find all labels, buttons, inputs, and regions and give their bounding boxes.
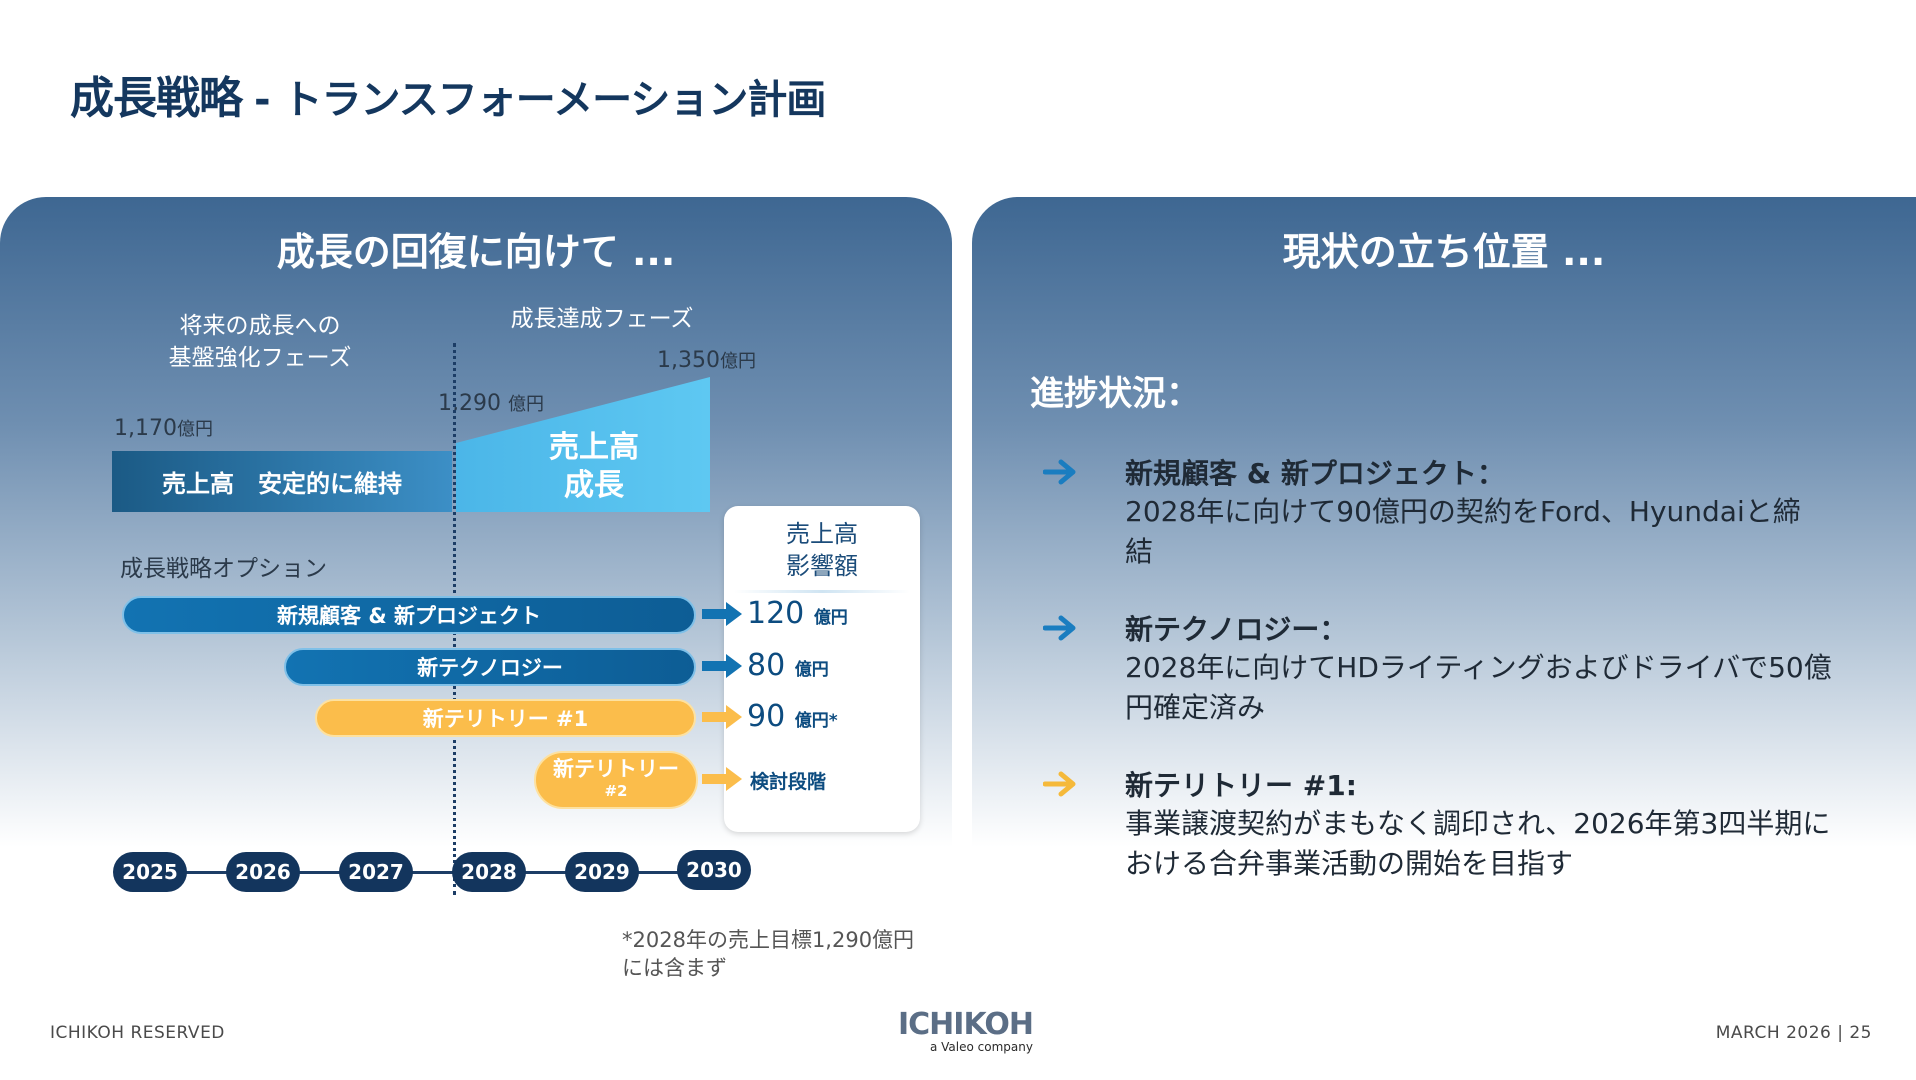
footnote: *2028年の売上目標1,290億円 には含まず (622, 926, 914, 982)
impact-new-territory-2: 検討段階 (750, 771, 827, 793)
growth-label-line1: 売上高 (549, 430, 639, 465)
page-title: 成長戦略- トランスフォーメーション計画 (70, 62, 826, 126)
growth-label-line2: 成長 (564, 468, 624, 503)
impact-heading-line2: 影響額 (786, 552, 858, 580)
revenue-stable-bar: 売上高 安定的に維持 (112, 451, 452, 512)
progress-item-desc-line2: おける合弁事業活動の開始を目指す (1125, 847, 1574, 880)
option-new-territory-1-bar: 新テリトリー #1 (315, 699, 696, 737)
revenue-2025-number: 1,170 (114, 416, 177, 441)
progress-item-new-territory: 新テリトリー #1: 事業譲渡契約がまもなく調印され、2026年第3四半期に お… (1125, 764, 1885, 884)
impact-new-territory-1: 90 億円* (747, 699, 838, 734)
arrow-right-icon (702, 767, 742, 791)
year-badge: 2025 (113, 852, 187, 892)
revenue-2025-unit: 億円 (176, 419, 213, 440)
impact-value-3: 90 (747, 699, 786, 734)
phase-growth-label: 成長達成フェーズ (510, 306, 694, 332)
year-badge: 2029 (565, 852, 639, 892)
revenue-impact-box: 売上高 影響額 (724, 506, 920, 832)
year-badge: 2026 (226, 852, 300, 892)
revenue-2028-number: 1,290 (438, 391, 501, 416)
title-main: 成長戦略 (70, 73, 243, 124)
progress-item-desc-line1: 2028年に向けて90億円の契約をFord、Hyundaiと締 (1125, 495, 1801, 528)
progress-item-desc-line2: 結 (1125, 535, 1154, 568)
progress-item-desc-line1: 2028年に向けてHDライティングおよびドライバで50億 (1125, 651, 1832, 684)
logo-tagline: a Valeo company (929, 1040, 1033, 1054)
impact-new-technology: 80 億円 (747, 648, 829, 683)
revenue-2030-value: 1,350億円 (657, 347, 756, 373)
option-new-territory-2-bar: 新テリトリー #2 (534, 751, 698, 809)
progress-item-new-technology: 新テクノロジー： 2028年に向けてHDライティングおよびドライバで50億 円確… (1125, 608, 1885, 728)
arrow-right-icon (702, 602, 742, 626)
footnote-line1: *2028年の売上目標1,290億円 (622, 928, 915, 952)
progress-item-new-customers: 新規顧客 & 新プロジェクト： 2028年に向けて90億円の契約をFord、Hy… (1125, 452, 1885, 572)
revenue-2028-unit: 億円 (507, 394, 544, 415)
progress-item-title: 新テクノロジー (1125, 613, 1320, 646)
progress-item-desc-line1: 事業譲渡契約がまもなく調印され、2026年第3四半期に (1125, 807, 1831, 840)
impact-unit-1: 億円 (813, 608, 848, 628)
footnote-line2: には含まず (622, 956, 727, 980)
progress-item-title: 新テリトリー #1: (1125, 769, 1357, 802)
right-panel-heading: 現状の立ち位置 ... (1282, 230, 1606, 274)
timeline-axis (150, 871, 710, 874)
year-badge: 2028 (452, 852, 526, 892)
impact-divider (734, 590, 910, 593)
impact-value-1: 120 (747, 596, 805, 631)
progress-heading: 進捗状況： (1030, 374, 1200, 414)
arrow-right-icon (702, 705, 742, 729)
title-sub: - トランスフォーメーション計画 (254, 77, 826, 123)
progress-item-colon: ： (1476, 457, 1505, 490)
progress-item-desc-line2: 円確定済み (1125, 691, 1266, 724)
year-badge: 2030 (677, 850, 751, 890)
impact-new-customers: 120 億円 (747, 596, 848, 631)
impact-unit-3: 億円* (794, 711, 838, 731)
option-new-customers-bar: 新規顧客 & 新プロジェクト (122, 596, 696, 634)
arrow-right-icon (702, 654, 742, 678)
revenue-2030-number: 1,350 (657, 348, 720, 373)
left-panel-heading: 成長の回復に向けて ... (276, 230, 676, 274)
revenue-2028-value: 1,290 億円 (438, 390, 544, 416)
territory-2-sublabel: #2 (604, 782, 628, 800)
growth-wedge-shape (456, 377, 710, 512)
company-logo: ICHIKOH a Valeo company (898, 1007, 1034, 1055)
footer-date-page: MARCH 2026 | 25 (1715, 1023, 1872, 1043)
impact-heading-line1: 売上高 (786, 520, 858, 548)
progress-item-title: 新規顧客 & 新プロジェクト (1125, 457, 1477, 490)
logo-brand: ICHIKOH (898, 1007, 1034, 1042)
revenue-2030-unit: 億円 (719, 351, 756, 372)
progress-item-colon: ： (1319, 613, 1348, 646)
year-badge: 2027 (339, 852, 413, 892)
revenue-growth-wedge: 売上高 成長 (456, 377, 710, 512)
current-position-panel: 現状の立ち位置 ... (972, 197, 1916, 847)
impact-heading: 売上高 影響額 (724, 518, 920, 582)
arrow-right-icon (1043, 771, 1076, 797)
option-new-technology-bar: 新テクノロジー (284, 648, 696, 686)
phase-foundation-label: 将来の成長への 基盤強化フェーズ (168, 313, 352, 371)
arrow-right-icon (1043, 615, 1076, 641)
impact-unit-2: 億円 (794, 660, 829, 680)
impact-value-2: 80 (747, 648, 786, 683)
revenue-2025-value: 1,170億円 (114, 415, 213, 441)
arrow-right-icon (1043, 459, 1076, 485)
territory-2-label: 新テリトリー (553, 757, 679, 781)
footer-copyright: ICHIKOH RESERVED (50, 1023, 225, 1043)
options-label: 成長戦略オプション (120, 556, 327, 582)
growth-wedge-label: 売上高 成長 (494, 429, 694, 505)
